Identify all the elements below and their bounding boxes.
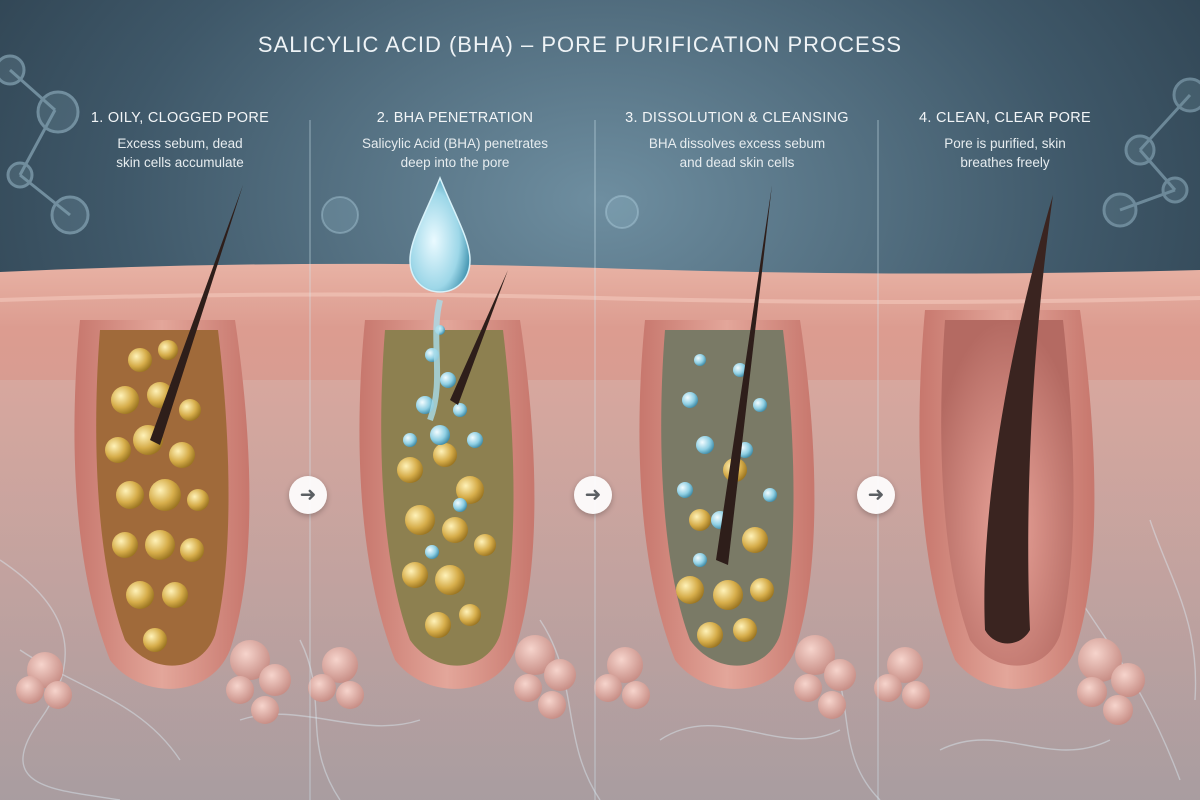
sebaceous-gland xyxy=(874,638,1145,725)
sebaceous-gland xyxy=(308,635,576,719)
pore-panel-2 xyxy=(308,176,576,719)
panel-dividers xyxy=(309,120,879,800)
step-2-description: Salicylic Acid (BHA) penetrates deep int… xyxy=(361,136,549,170)
hair xyxy=(716,185,772,565)
sebaceous-gland xyxy=(594,635,856,719)
hair xyxy=(984,195,1053,644)
sebum-cluster xyxy=(105,340,209,652)
step-3-description: BHA dissolves excess sebum and dead skin… xyxy=(648,136,826,170)
arrow-right-icon: ➜ xyxy=(289,476,327,514)
droplet-icon xyxy=(409,176,471,293)
step-2-title: 2. BHA PENETRATION xyxy=(376,110,534,126)
sebaceous-gland xyxy=(16,640,291,724)
sebum-cluster xyxy=(676,458,774,648)
molecule-icon xyxy=(1102,77,1200,228)
molecule-icon xyxy=(0,54,90,235)
step-2-caption: 2. BHA PENETRATION Salicylic Acid (BHA) … xyxy=(320,110,590,172)
hair xyxy=(450,270,508,405)
step-3-caption: 3. DISSOLUTION & CLEANSING BHA dissolves… xyxy=(602,110,872,172)
diagram-title: SALICYLIC ACID (BHA) – PORE PURIFICATION… xyxy=(257,32,903,57)
sebum-cluster xyxy=(397,443,496,638)
pore-panel-3 xyxy=(594,185,856,719)
step-3-title: 3. DISSOLUTION & CLEANSING xyxy=(625,110,849,126)
arrow-right-icon: ➜ xyxy=(574,476,612,514)
arrow-right-icon: ➜ xyxy=(857,476,895,514)
hair xyxy=(150,185,243,445)
step-1-title: 1. OILY, CLOGGED PORE xyxy=(90,110,270,126)
pore-panel-4 xyxy=(874,195,1145,725)
step-4-description: Pore is purified, skin breathes freely xyxy=(944,136,1066,170)
step-1-description: Excess sebum, dead skin cells accumulate xyxy=(116,136,244,170)
step-4-title: 4. CLEAN, CLEAR PORE xyxy=(919,110,1091,126)
pore-panel-1 xyxy=(16,185,291,724)
step-1-caption: 1. OILY, CLOGGED PORE Excess sebum, dead… xyxy=(45,110,315,172)
step-4-caption: 4. CLEAN, CLEAR PORE Pore is purified, s… xyxy=(870,110,1140,172)
